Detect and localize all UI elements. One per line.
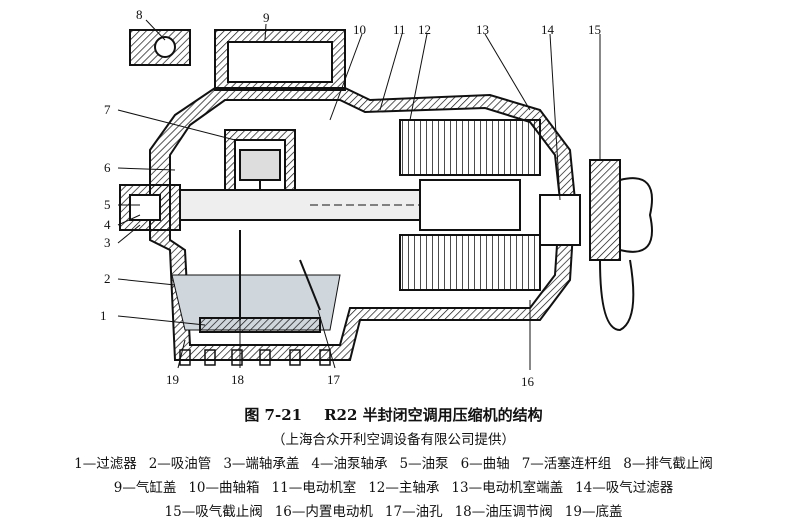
callout-17: 17 [327,372,341,387]
legend-item: 5—油泵 [399,456,449,472]
piston [239,149,281,181]
legend-item: 3—端轴承盖 [223,456,300,472]
figure-title: 图 7-21 R22 半封闭空调用压缩机的结构 [0,404,787,425]
legend-item: 16—内置电动机 [274,504,373,520]
callout-16: 16 [521,374,535,389]
legend-item: 1—过滤器 [74,456,137,472]
legend-item: 13—电动机室端盖 [451,480,564,496]
legend-item: 17—油孔 [384,504,443,520]
figure-number: 图 7-21 [244,406,303,424]
callout-5: 5 [104,197,111,212]
callout-13: 13 [476,22,489,37]
callout-1: 1 [100,308,107,323]
legend-item: 19—底盖 [564,504,623,520]
legend-item: 4—油泵轴承 [311,456,388,472]
compressor-cross-section: 1 2 3 4 5 6 7 8 9 10 11 12 13 14 15 16 1… [100,7,653,389]
callout-12: 12 [418,22,431,37]
callout-6: 6 [104,160,111,175]
oil-filter [199,317,321,333]
legend-line-3: 15—吸气截止阀 16—内置电动机 17—油孔 18—油压调节阀 19—底盖 [0,500,787,520]
callout-19: 19 [166,372,179,387]
callout-3: 3 [104,235,111,250]
legend-item: 14—吸气过滤器 [575,480,674,496]
callout-18: 18 [231,372,244,387]
legend-item: 12—主轴承 [368,480,440,496]
callout-9: 9 [263,10,270,25]
legend-line-1: 1—过滤器 2—吸油管 3—端轴承盖 4—油泵轴承 5—油泵 6—曲轴 7—活塞连杆组 8—排… [0,452,787,472]
callout-10: 10 [353,22,366,37]
motor-stator-bottom [399,234,541,291]
callout-labels: 1 2 3 4 5 6 7 8 9 10 11 12 13 14 15 16 1… [100,7,601,389]
legend-line-2: 9—气缸盖 10—曲轴箱 11—电动机室 12—主轴承 13—电动机室端盖 14—吸气过滤… [0,476,787,496]
motor-stator-top [399,119,541,176]
oil-sump [171,274,341,331]
callout-4: 4 [104,217,111,232]
legend-item: 10—曲轴箱 [188,480,260,496]
legend-item: 8—排气截止阀 [623,456,713,472]
legend-item: 15—吸气截止阀 [164,504,263,520]
callout-8: 8 [136,7,143,22]
callout-2: 2 [104,271,111,286]
legend-item: 11—电动机室 [271,480,357,496]
callout-15: 15 [588,22,601,37]
legend-item: 2—吸油管 [148,456,212,472]
legend-item: 9—气缸盖 [113,480,177,496]
legend-item: 7—活塞连杆组 [521,456,612,472]
callout-11: 11 [393,22,406,37]
figure-source: （上海合众开利空调设备有限公司提供） [272,432,515,448]
figure-title-text: R22 半封闭空调用压缩机的结构 [324,406,543,424]
callout-14: 14 [541,22,555,37]
motor-rotor [419,179,521,231]
legend-item: 6—曲轴 [460,456,510,472]
suction-valve [589,159,621,261]
legend-item: 18—油压调节阀 [454,504,553,520]
callout-7: 7 [104,102,111,117]
